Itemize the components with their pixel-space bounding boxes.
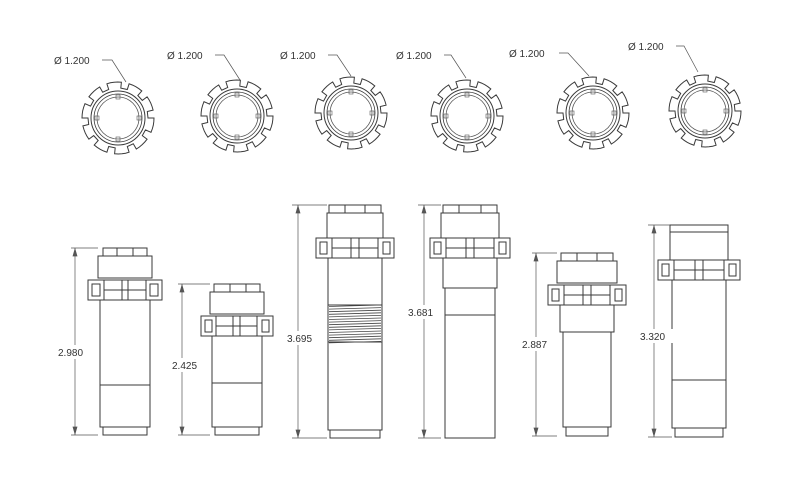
length-label-2: 2.425 (172, 361, 197, 372)
castellated-ring-1 (81, 81, 155, 155)
nut-top-view-2: Ø 1.200 (167, 51, 274, 153)
castellated-ring-2 (200, 79, 274, 153)
dimension-label-bg-6 (638, 329, 676, 343)
part-side-view-4: 3.681 (406, 204, 511, 439)
length-label-6: 3.320 (640, 332, 665, 343)
part-side-view-2: 2.425 (168, 283, 274, 436)
part-side-view-3: 3.695 (284, 204, 395, 439)
diameter-label-4: Ø 1.200 (396, 51, 432, 62)
dimension-label-bg-5 (520, 337, 558, 351)
diameter-label-1: Ø 1.200 (54, 56, 90, 67)
diameter-leader-3 (328, 54, 352, 77)
length-label-3: 3.695 (287, 334, 312, 345)
length-label-1: 2.980 (58, 348, 83, 359)
diameter-leader-4 (444, 54, 467, 79)
top-view-row: Ø 1.200 Ø 1.200 Ø 1.200 Ø 1.200 Ø 1.200 … (54, 42, 742, 155)
nut-top-view-4: Ø 1.200 (396, 51, 504, 153)
diameter-leader-2 (215, 54, 241, 81)
castellated-ring-6 (668, 74, 742, 148)
part-side-view-1: 2.980 (56, 247, 163, 436)
diameter-label-5: Ø 1.200 (509, 49, 545, 60)
diameter-label-6: Ø 1.200 (628, 42, 664, 53)
nut-top-view-6: Ø 1.200 (628, 42, 742, 148)
dimension-label-bg-4 (406, 305, 444, 319)
dimension-line-3 (292, 204, 327, 439)
castellated-ring-4 (430, 79, 504, 153)
length-label-5: 2.887 (522, 340, 547, 351)
castellated-ring-3 (314, 76, 388, 150)
dimension-line-4 (418, 204, 441, 439)
nut-top-view-1: Ø 1.200 (54, 56, 155, 155)
thread-hatch-3 (328, 304, 382, 344)
nut-top-view-3: Ø 1.200 (280, 51, 388, 150)
diameter-leader-5 (559, 52, 590, 77)
diameter-label-3: Ø 1.200 (280, 51, 316, 62)
diameter-leader-6 (676, 45, 699, 73)
diameter-label-2: Ø 1.200 (167, 51, 203, 62)
length-label-4: 3.681 (408, 308, 433, 319)
nut-top-view-5: Ø 1.200 (509, 49, 630, 150)
diameter-leader-1 (102, 59, 127, 83)
dimension-label-bg-3 (284, 331, 322, 345)
dimension-line-1 (71, 247, 98, 436)
part-side-view-5: 2.887 (520, 252, 627, 437)
castellated-ring-5 (556, 76, 630, 150)
dimension-label-bg-1 (56, 345, 94, 359)
side-view-row: 2.980 (56, 204, 741, 439)
dimension-label-bg-2 (168, 358, 206, 372)
part-side-view-6: 3.320 (638, 224, 741, 438)
